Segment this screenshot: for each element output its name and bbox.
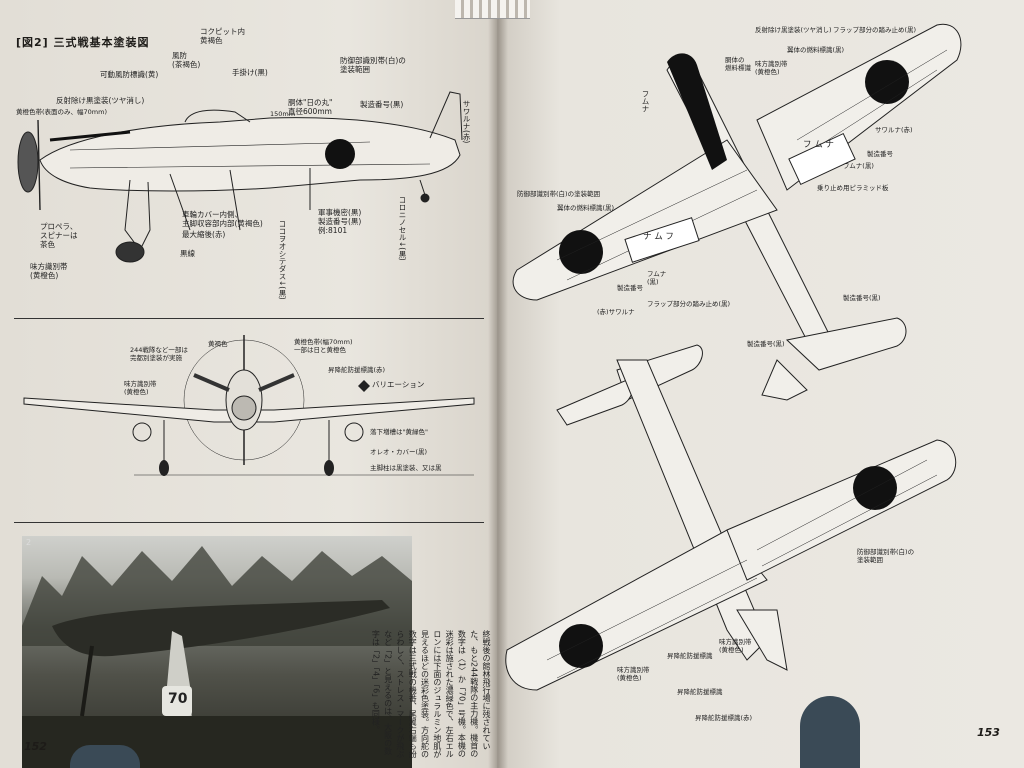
label-wheel-cover: 車輪カバー内側、 主脚収容部内部(黄褐色) <box>182 210 263 228</box>
blabel-friendly-band2: 味方識別帯 (黄橙色) <box>617 666 650 682</box>
rlabel-flap-step: フラップ部分の踏み止め(黒) <box>833 26 917 34</box>
rlabel-wing-tank: 翼体の燃料標識(黒) <box>787 46 845 54</box>
aircraft-number: 70 <box>168 691 188 707</box>
wing-roundel-left-bottom <box>559 624 603 668</box>
rlabel-fumuna-left: フムナ (黒) <box>647 270 667 286</box>
label-flap-mark: 昇降舵防援標識(赤) <box>328 366 386 374</box>
figure-title: [図2] 三式戦基本塗装図 <box>16 36 150 49</box>
label-max-fuel: 最大縮後(赤) <box>182 230 226 239</box>
blabel-undercarriage: 昇降舵防援標識 <box>677 688 723 696</box>
rlabel-step-plate: 乗り止め用ピラミッド板 <box>817 184 889 192</box>
label-variation: バリエーション <box>372 380 425 389</box>
blabel-recognition-range: 防御部識別帯(白)の 塗装範囲 <box>857 548 915 564</box>
label-fighter-note: 244戦隊など一部は 完都別塗装が実施 <box>130 346 188 362</box>
label-recognition-band: 防御部識別帯(白)の 塗装範囲 <box>340 56 406 74</box>
rlabel-friendly-band: 味方識別帯 (黄橙色) <box>755 60 788 76</box>
label-koronia: コロニノセル↓(黒) <box>398 196 407 261</box>
photo-caption: 終戦後の館林飛行場に残されていた、もと244戦隊の主力機。機首の数字は〈1〉か「… <box>371 630 491 758</box>
label-dim-150: 150mm <box>270 110 296 118</box>
book-gutter <box>488 0 508 768</box>
side-view-drawing <box>17 91 463 263</box>
rlabel-wing-code-right: フ ム ナ <box>803 140 834 150</box>
blabel-stripe: 昇降舵防援標識(赤) <box>695 714 753 722</box>
rlabel-recognition-range: 防御部識別帯(白)の塗装範囲 <box>517 190 601 198</box>
divider-bottom <box>14 522 484 523</box>
rlabel-sauruna-red: サワルナ(赤) <box>875 126 913 134</box>
page-holder-clip-left <box>70 745 140 768</box>
label-canopy: 可動風防標識(黄) <box>100 70 159 79</box>
rlabel-wing-code-left: ナ ム フ <box>643 232 674 242</box>
rlabel-fuel-mark: 翼体の燃料標識(黒) <box>557 204 615 212</box>
label-main-leg: 主脚柱は黒塗装、又は黒 <box>370 464 442 472</box>
aircraft-photo: 70 2 <box>22 536 412 768</box>
label-yellow-tip: 黄橙色帯(幅70mm) 一部は日と黄橙色 <box>294 338 353 354</box>
label-manufacture-no: 製造番号(黒) <box>360 100 404 109</box>
rlabel-tail-no1: 製造番号(黒) <box>843 294 881 302</box>
label-military-insignia: 軍事機密(黒) 製造番号(黒) 例:8101 <box>318 208 362 235</box>
label-front-yellow-brown: 黄褐色 <box>208 340 228 348</box>
bottom-view-drawing <box>505 344 957 691</box>
rlabel-manufacture-left: 製造番号 <box>617 284 643 292</box>
label-hinomaru: 胴体"日の丸" 直径600mm <box>288 98 333 116</box>
left-page: [図2] 三式戦基本塗装図 コクピット内 黄褐色 風防 (茶褐色) 可動風防標識… <box>0 0 497 768</box>
label-sauruna: サワルナ(赤) <box>462 100 471 144</box>
wing-roundel-left-top <box>559 230 603 274</box>
page-holder-clip <box>800 696 860 768</box>
photo-number: 2 <box>26 538 32 547</box>
label-oleo: オレオ・カバー(黒) <box>370 448 428 456</box>
label-kokoni: ココヲオシテダス↓(黒) <box>278 220 287 300</box>
top-view-drawing <box>512 23 962 401</box>
blabel-friendly-band: 味方識別帯 (黄橙色) <box>719 638 752 654</box>
divider-top <box>14 318 484 319</box>
page-edge-strip <box>455 0 530 19</box>
label-handgrip: 手掛け(黒) <box>232 68 268 77</box>
blabel-flap-mark: 昇降舵防援標識 <box>667 652 713 660</box>
rlabel-fumuna: フムナ <box>641 90 650 113</box>
label-drop-tank: 落下増槽は"黄緑色" <box>370 428 428 436</box>
label-black-line: 黒線 <box>180 249 195 258</box>
rlabel-anti-glare: 反射除け黒塗装(ツヤ消し) <box>755 26 832 34</box>
label-front-friendly: 味方識別帯 (黄橙色) <box>124 380 157 396</box>
rlabel-tail-no2: 製造番号(黒) <box>747 340 785 348</box>
right-page: 反射除け黒塗装(ツヤ消し) 胴体の 燃料標識 味方識別帯 (黄橙色) 翼体の燃料… <box>497 0 1024 768</box>
label-anti-glare: 反射除け黒塗装(ツヤ消し) <box>56 96 145 105</box>
rlabel-fuselage-tank: 胴体の 燃料標識 <box>725 56 751 72</box>
rlabel-sauruna-left: (赤)サワルナ <box>597 308 635 316</box>
label-propeller: プロペラ、 スピナーは 茶色 <box>40 222 78 249</box>
label-friendly-band: 味方識別帯 (黄橙色) <box>30 262 68 280</box>
page-number-left: 152 <box>24 740 47 753</box>
wing-roundel-right-bottom <box>853 466 897 510</box>
wing-roundel-right-top <box>865 60 909 104</box>
front-view-drawing <box>23 335 475 476</box>
rlabel-fumuna-black: フムナ(黒) <box>843 162 874 170</box>
label-cockpit: コクピット内 黄褐色 <box>200 27 245 45</box>
page-number-right: 153 <box>977 726 1000 739</box>
label-yellow-stripe: 黄橙色帯(表面のみ、幅70mm) <box>16 108 108 116</box>
rlabel-flap-step-left: フラップ部分の踏み止め(黒) <box>647 300 731 308</box>
label-windshield: 風防 (茶褐色) <box>172 51 201 69</box>
rlabel-manufacture: 製造番号 <box>867 150 893 158</box>
fuselage-roundel <box>325 139 355 169</box>
